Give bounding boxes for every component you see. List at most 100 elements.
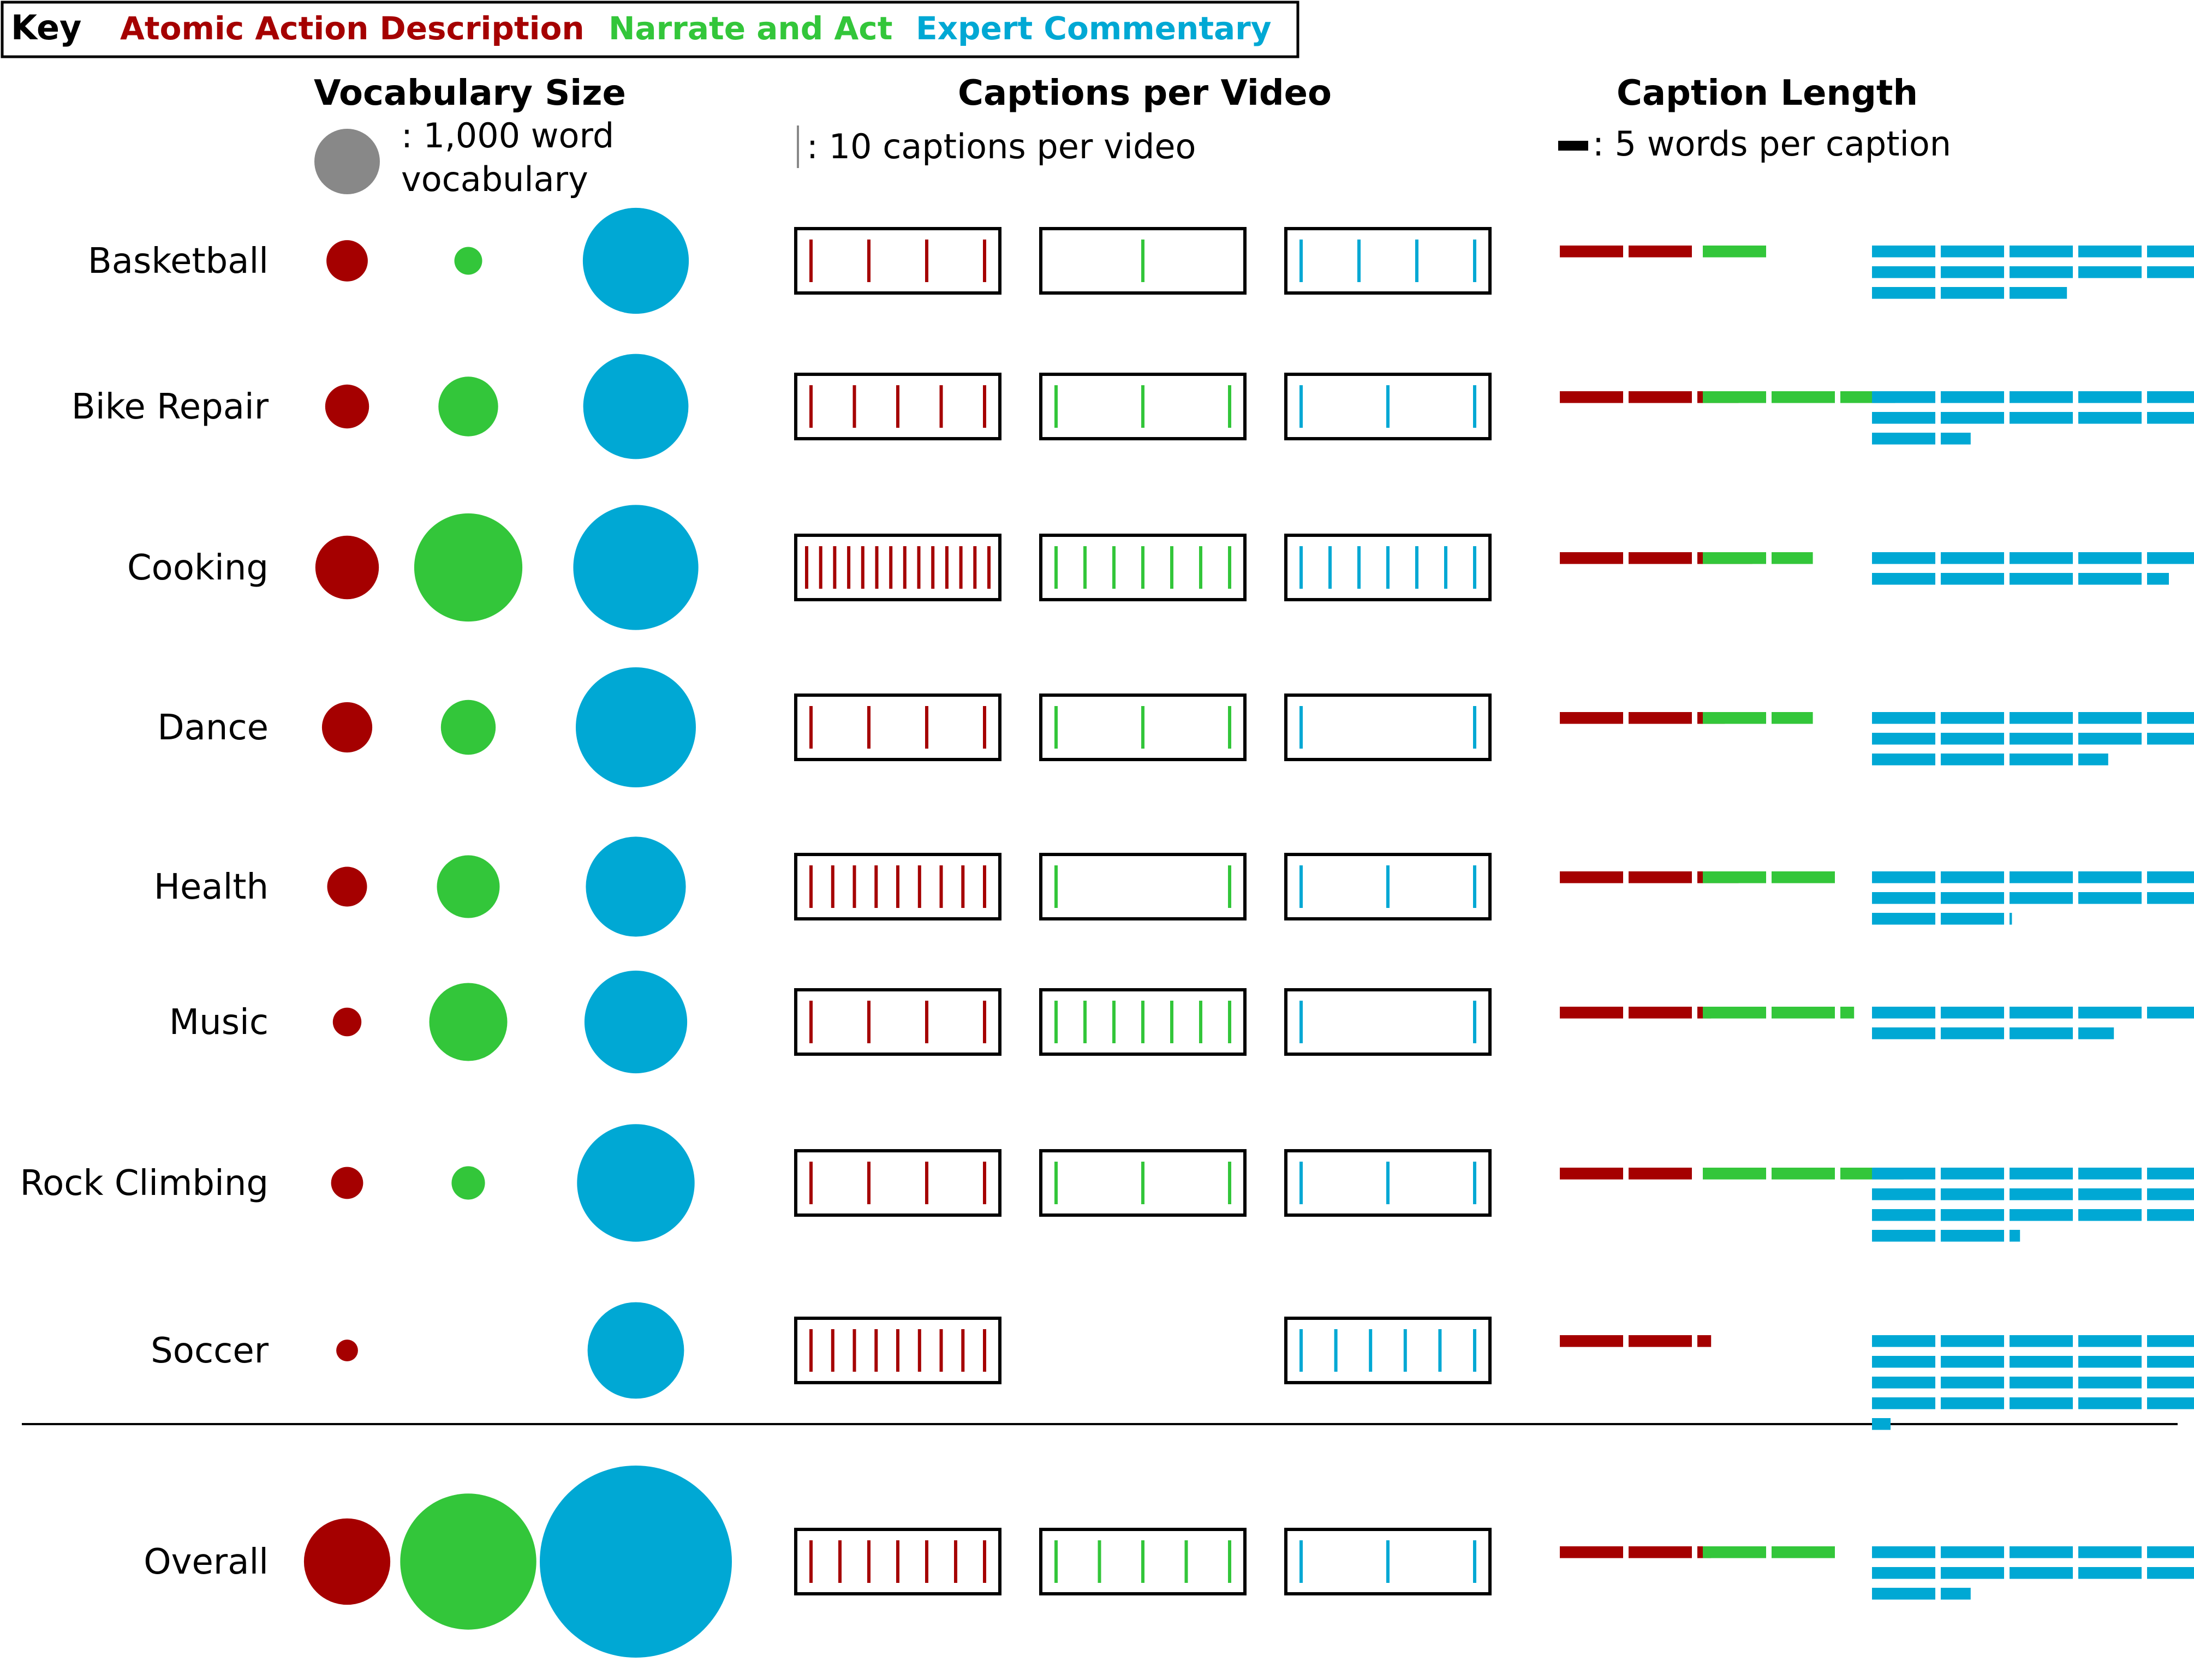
row-cooking: Cooking: [127, 505, 2194, 630]
captions-box-frame-basketball-0: [794, 227, 1001, 295]
length-dash-basketball-1-0-0: [1703, 246, 1766, 258]
length-bar-dance-1: [1703, 712, 1813, 724]
row-label-health: Health: [154, 867, 269, 907]
captions-box-bike-repair-1: [1039, 373, 1247, 440]
length-dash-music-2-0-504: [2147, 1007, 2194, 1019]
vocab-circle-bike-repair-0: [325, 384, 369, 429]
length-dash-cooking-0-0-126: [1629, 552, 1692, 564]
row-label-dance: Dance: [157, 708, 269, 748]
length-dash-basketball-2-0-0: [1872, 246, 1935, 258]
captions-box-basketball-1: [1039, 227, 1247, 295]
length-dash-overall-2-0-504: [2147, 1546, 2194, 1558]
length-dash-dance-2-0-0: [1872, 712, 1935, 724]
length-dash-rock-climbing-2-1-504: [2147, 1188, 2194, 1200]
length-dash-overall-2-2-0: [1872, 1588, 1935, 1600]
length-dash-health-2-1-252: [2010, 892, 2073, 904]
length-dash-soccer-2-2-504: [2147, 1377, 2194, 1389]
length-bar-overall-1: [1703, 1546, 1835, 1558]
vocab-circle-cooking-1: [414, 513, 523, 622]
vocab-circle-cooking-2: [573, 505, 699, 630]
length-dash-health-0-0-0: [1560, 871, 1623, 883]
length-dash-bike-repair-2-0-378: [2078, 391, 2142, 403]
length-dash-soccer-2-3-378: [2078, 1397, 2142, 1409]
captions-box-overall-1: [1039, 1528, 1247, 1595]
length-dash-soccer-2-2-378: [2078, 1377, 2142, 1389]
length-dash-music-1-0-126: [1772, 1007, 1835, 1019]
captions-box-frame-dance-0: [794, 693, 1001, 761]
length-dash-cooking-2-1-252: [2010, 573, 2073, 585]
length-dash-bike-repair-2-1-378: [2078, 412, 2142, 424]
captions-box-bike-repair-0: [794, 373, 1001, 440]
length-dash-soccer-0-0-0: [1560, 1335, 1623, 1347]
length-dash-rock-climbing-2-0-0: [1872, 1168, 1935, 1180]
length-dash-soccer-2-4-0: [1872, 1418, 1891, 1430]
length-bar-cooking-1: [1703, 552, 1813, 564]
length-dash-overall-0-0-126: [1629, 1546, 1692, 1558]
length-bar-basketball-2: [1872, 246, 2194, 299]
captions-box-overall-2: [1284, 1528, 1492, 1595]
length-bar-music-2: [1872, 1007, 2194, 1039]
length-dash-health-2-0-0: [1872, 871, 1935, 883]
key-entry-expert: Expert Commentary: [916, 10, 1272, 47]
row-bike-repair: Bike Repair: [71, 354, 2194, 459]
vocabulary-header: Vocabulary Size: [314, 73, 626, 113]
row-rock-climbing: Rock Climbing: [20, 1124, 2194, 1242]
length-dash-dance-2-1-252: [2010, 733, 2073, 745]
vocab-circle-rock-climbing-2: [577, 1124, 695, 1242]
length-bar-basketball-0: [1560, 246, 1692, 258]
vocab-circle-basketball-1: [454, 247, 482, 275]
length-dash-dance-2-0-252: [2010, 712, 2073, 724]
length-dash-dance-1-0-0: [1703, 712, 1766, 724]
length-dash-health-2-0-378: [2078, 871, 2142, 883]
captions-box-frame-cooking-0: [794, 534, 1001, 601]
length-bar-rock-climbing-2: [1872, 1168, 2194, 1242]
length-dash-rock-climbing-0-0-126: [1629, 1168, 1692, 1180]
row-label-soccer: Soccer: [151, 1331, 269, 1371]
length-dash-rock-climbing-2-1-126: [1941, 1188, 2004, 1200]
vocab-circle-rock-climbing-0: [331, 1167, 363, 1199]
length-dash-music-2-0-0: [1872, 1007, 1935, 1019]
length-dash-health-2-1-0: [1872, 892, 1935, 904]
length-dash-soccer-2-0-126: [1941, 1335, 2004, 1347]
captions-box-cooking-0: [794, 534, 1001, 601]
length-dash-cooking-2-0-126: [1941, 552, 2004, 564]
length-bar-soccer-2: [1872, 1335, 2194, 1430]
length-dash-bike-repair-2-1-126: [1941, 412, 2004, 424]
row-label-music: Music: [169, 1002, 269, 1043]
length-dash-health-2-2-252: [2010, 913, 2012, 925]
length-dash-soccer-2-3-0: [1872, 1397, 1935, 1409]
length-dash-basketball-2-1-0: [1872, 266, 1935, 278]
captions-box-frame-music-2: [1284, 988, 1492, 1056]
length-dash-rock-climbing-2-1-0: [1872, 1188, 1935, 1200]
length-dash-health-1-0-0: [1703, 871, 1766, 883]
vocab-circle-rock-climbing-1: [451, 1166, 485, 1200]
length-dash-health-2-1-378: [2078, 892, 2142, 904]
vocab-circle-overall-0: [303, 1518, 391, 1605]
length-bar-music-0: [1560, 1007, 1712, 1019]
captions-box-frame-soccer-2: [1284, 1317, 1492, 1384]
vocab-circle-cooking-0: [315, 535, 379, 600]
vocab-circle-music-1: [429, 983, 508, 1061]
length-dash-rock-climbing-2-2-378: [2078, 1209, 2142, 1221]
length-dash-rock-climbing-2-0-504: [2147, 1168, 2194, 1180]
length-dash-bike-repair-2-0-0: [1872, 391, 1935, 403]
captions-header: Captions per Video: [958, 73, 1332, 113]
length-dash-health-2-2-0: [1872, 913, 1935, 925]
length-dash-cooking-2-1-504: [2147, 573, 2169, 585]
length-dash-health-0-0-126: [1629, 871, 1692, 883]
key-legend: Key Atomic Action Description Narrate an…: [1, 1, 1299, 58]
length-dash-soccer-0-0-126: [1629, 1335, 1692, 1347]
length-dash-overall-2-1-504: [2147, 1567, 2194, 1579]
length-dash-soccer-0-0-252: [1697, 1335, 1712, 1347]
length-dash-dance-2-2-0: [1872, 754, 1935, 766]
row-basketball: Basketball: [88, 207, 2194, 314]
vocabulary-legend-text-1: : 1,000 word: [401, 116, 614, 156]
length-dash-overall-2-1-252: [2010, 1567, 2073, 1579]
length-dash-dance-2-1-504: [2147, 733, 2194, 745]
vocab-circle-bike-repair-1: [438, 376, 498, 437]
captions-legend-text: : 10 captions per video: [807, 127, 1196, 166]
length-dash-rock-climbing-2-1-378: [2078, 1188, 2142, 1200]
captions-box-health-2: [1284, 853, 1492, 920]
length-dash-basketball-2-1-378: [2078, 266, 2142, 278]
